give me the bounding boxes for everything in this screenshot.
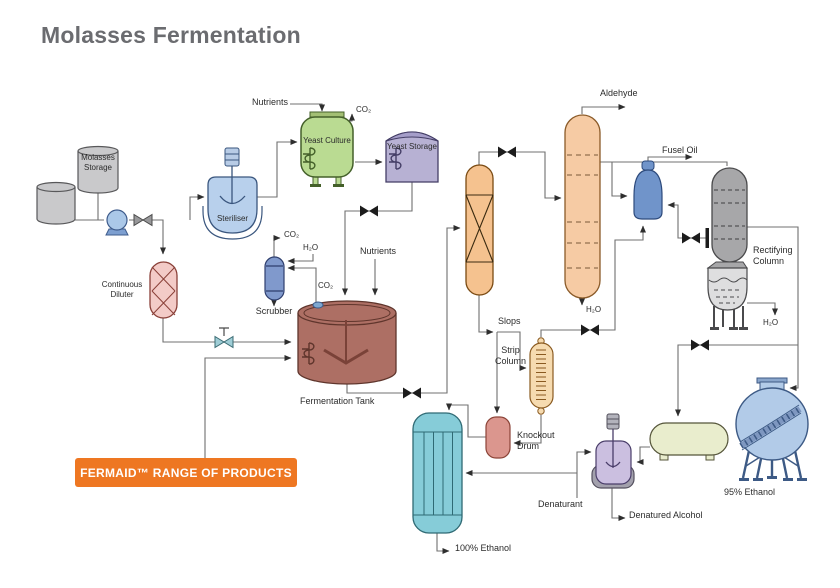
fusel-oil-label: Fusel Oil bbox=[662, 145, 698, 155]
storage-tank bbox=[36, 181, 76, 225]
aldehyde-label: Aldehyde bbox=[600, 88, 638, 98]
line-column-to-rectifier bbox=[600, 161, 728, 166]
line-to-decanter bbox=[611, 162, 628, 199]
line-aldehyde bbox=[581, 104, 626, 114]
page-title: Molasses Fermentation bbox=[41, 22, 301, 48]
valve bbox=[133, 213, 153, 227]
nutrients-top-label: Nutrients bbox=[252, 97, 289, 107]
denaturant-mixer-vessel bbox=[591, 413, 635, 489]
line-tank-to-mixer bbox=[636, 446, 650, 465]
line-denatured-out bbox=[611, 488, 626, 521]
line-slops bbox=[478, 295, 494, 335]
slops-label: Slops bbox=[498, 316, 521, 326]
control-valve bbox=[214, 327, 234, 349]
line-steriliser-to-yeastculture bbox=[257, 139, 298, 198]
fermentation-tank-vessel bbox=[297, 300, 397, 385]
ethanol-column-vessel bbox=[412, 412, 463, 534]
scrubber-label: Scrubber bbox=[255, 306, 293, 316]
line-slops-to-strip bbox=[497, 331, 527, 371]
nutrients-tank-label: Nutrients bbox=[360, 246, 397, 256]
steriliser-vessel bbox=[202, 147, 263, 240]
yeast-storage-label: Yeast Storage bbox=[387, 142, 437, 151]
yeast-culture-label: Yeast Culture bbox=[303, 136, 351, 145]
line-product-to-sphere bbox=[789, 345, 799, 391]
molasses-storage-tank bbox=[77, 145, 119, 194]
process-lines bbox=[75, 103, 799, 554]
h2o-column-label: H₂O bbox=[586, 305, 602, 314]
line-co2-scrubber-out bbox=[273, 235, 281, 257]
line-denaturant bbox=[576, 449, 592, 498]
molasses-storage-label: Molasses Storage bbox=[81, 153, 115, 172]
valve bbox=[682, 232, 700, 244]
ethanol-sphere-tank bbox=[735, 377, 809, 481]
denatured-alcohol-label: Denatured Alcohol bbox=[629, 510, 703, 520]
valve bbox=[581, 324, 599, 336]
distillation-column bbox=[564, 114, 601, 299]
valves bbox=[133, 146, 709, 399]
line-strip-bottom bbox=[513, 415, 542, 446]
valve bbox=[360, 205, 378, 217]
line-fermenter-to-column bbox=[346, 225, 461, 394]
line-banner-to-fermenter bbox=[204, 355, 292, 458]
line-product-to-daytank bbox=[675, 344, 798, 417]
steriliser-label: Steriliser bbox=[216, 214, 249, 223]
co2-scrubber-out-label: CO₂ bbox=[284, 230, 300, 239]
line-drum-to-column bbox=[446, 403, 486, 438]
ethanol-100-label: 100% Ethanol bbox=[455, 543, 512, 553]
line-yeaststorage-to-fermenter bbox=[342, 182, 413, 296]
line-h2o-scrubber bbox=[287, 254, 314, 264]
denaturant-label: Denaturant bbox=[538, 499, 583, 509]
co2-fermenter-label: CO₂ bbox=[318, 281, 334, 290]
line-fusel-draw bbox=[667, 202, 706, 239]
continuous-diluter-label: Continuous Diluter bbox=[101, 280, 143, 299]
valve bbox=[498, 146, 516, 158]
yeast-storage-vessel bbox=[385, 131, 439, 183]
h2o-rectifier-label: H₂O bbox=[763, 318, 779, 327]
line-rectifier-product bbox=[745, 226, 799, 345]
line-diluter-to-fermenter bbox=[162, 318, 292, 345]
fermaid-banner: FERMAID™ RANGE OF PRODUCTS bbox=[75, 458, 297, 487]
valve bbox=[691, 339, 709, 351]
h2o-scrubber-label: H₂O bbox=[303, 243, 319, 252]
day-tank-vessel bbox=[649, 422, 729, 461]
yeast-culture-vessel bbox=[300, 111, 354, 187]
co2-yeast-label: CO₂ bbox=[356, 105, 372, 114]
fermentation-tank-label: Fermentation Tank bbox=[300, 396, 375, 406]
fusel-oil-decanter bbox=[633, 160, 663, 220]
packed-column bbox=[465, 164, 494, 296]
feed-pump bbox=[105, 209, 129, 236]
ethanol-95-label: 95% Ethanol bbox=[724, 487, 776, 497]
line-packed-top bbox=[478, 151, 562, 201]
line-nutrients-top bbox=[290, 103, 325, 112]
continuous-diluter-vessel bbox=[149, 261, 178, 319]
valve bbox=[403, 387, 421, 399]
line-steriliser-feed bbox=[189, 194, 205, 220]
scrubber-vessel bbox=[264, 256, 285, 301]
rectifying-column-vessel bbox=[705, 167, 748, 330]
line-strip-overhead bbox=[540, 225, 646, 337]
line-rectifier-h2o bbox=[747, 302, 778, 316]
strip-column-label: Strip Column bbox=[494, 345, 526, 366]
rectifying-column-label: Rectifying Column bbox=[753, 245, 793, 266]
knockout-drum-vessel bbox=[485, 416, 511, 459]
line-co2-fermenter-scrubber bbox=[287, 265, 317, 302]
knockout-drum-label: Knockout Drum bbox=[517, 430, 555, 451]
strip-column-vessel bbox=[529, 337, 554, 415]
line-100-ethanol-out bbox=[436, 533, 450, 554]
